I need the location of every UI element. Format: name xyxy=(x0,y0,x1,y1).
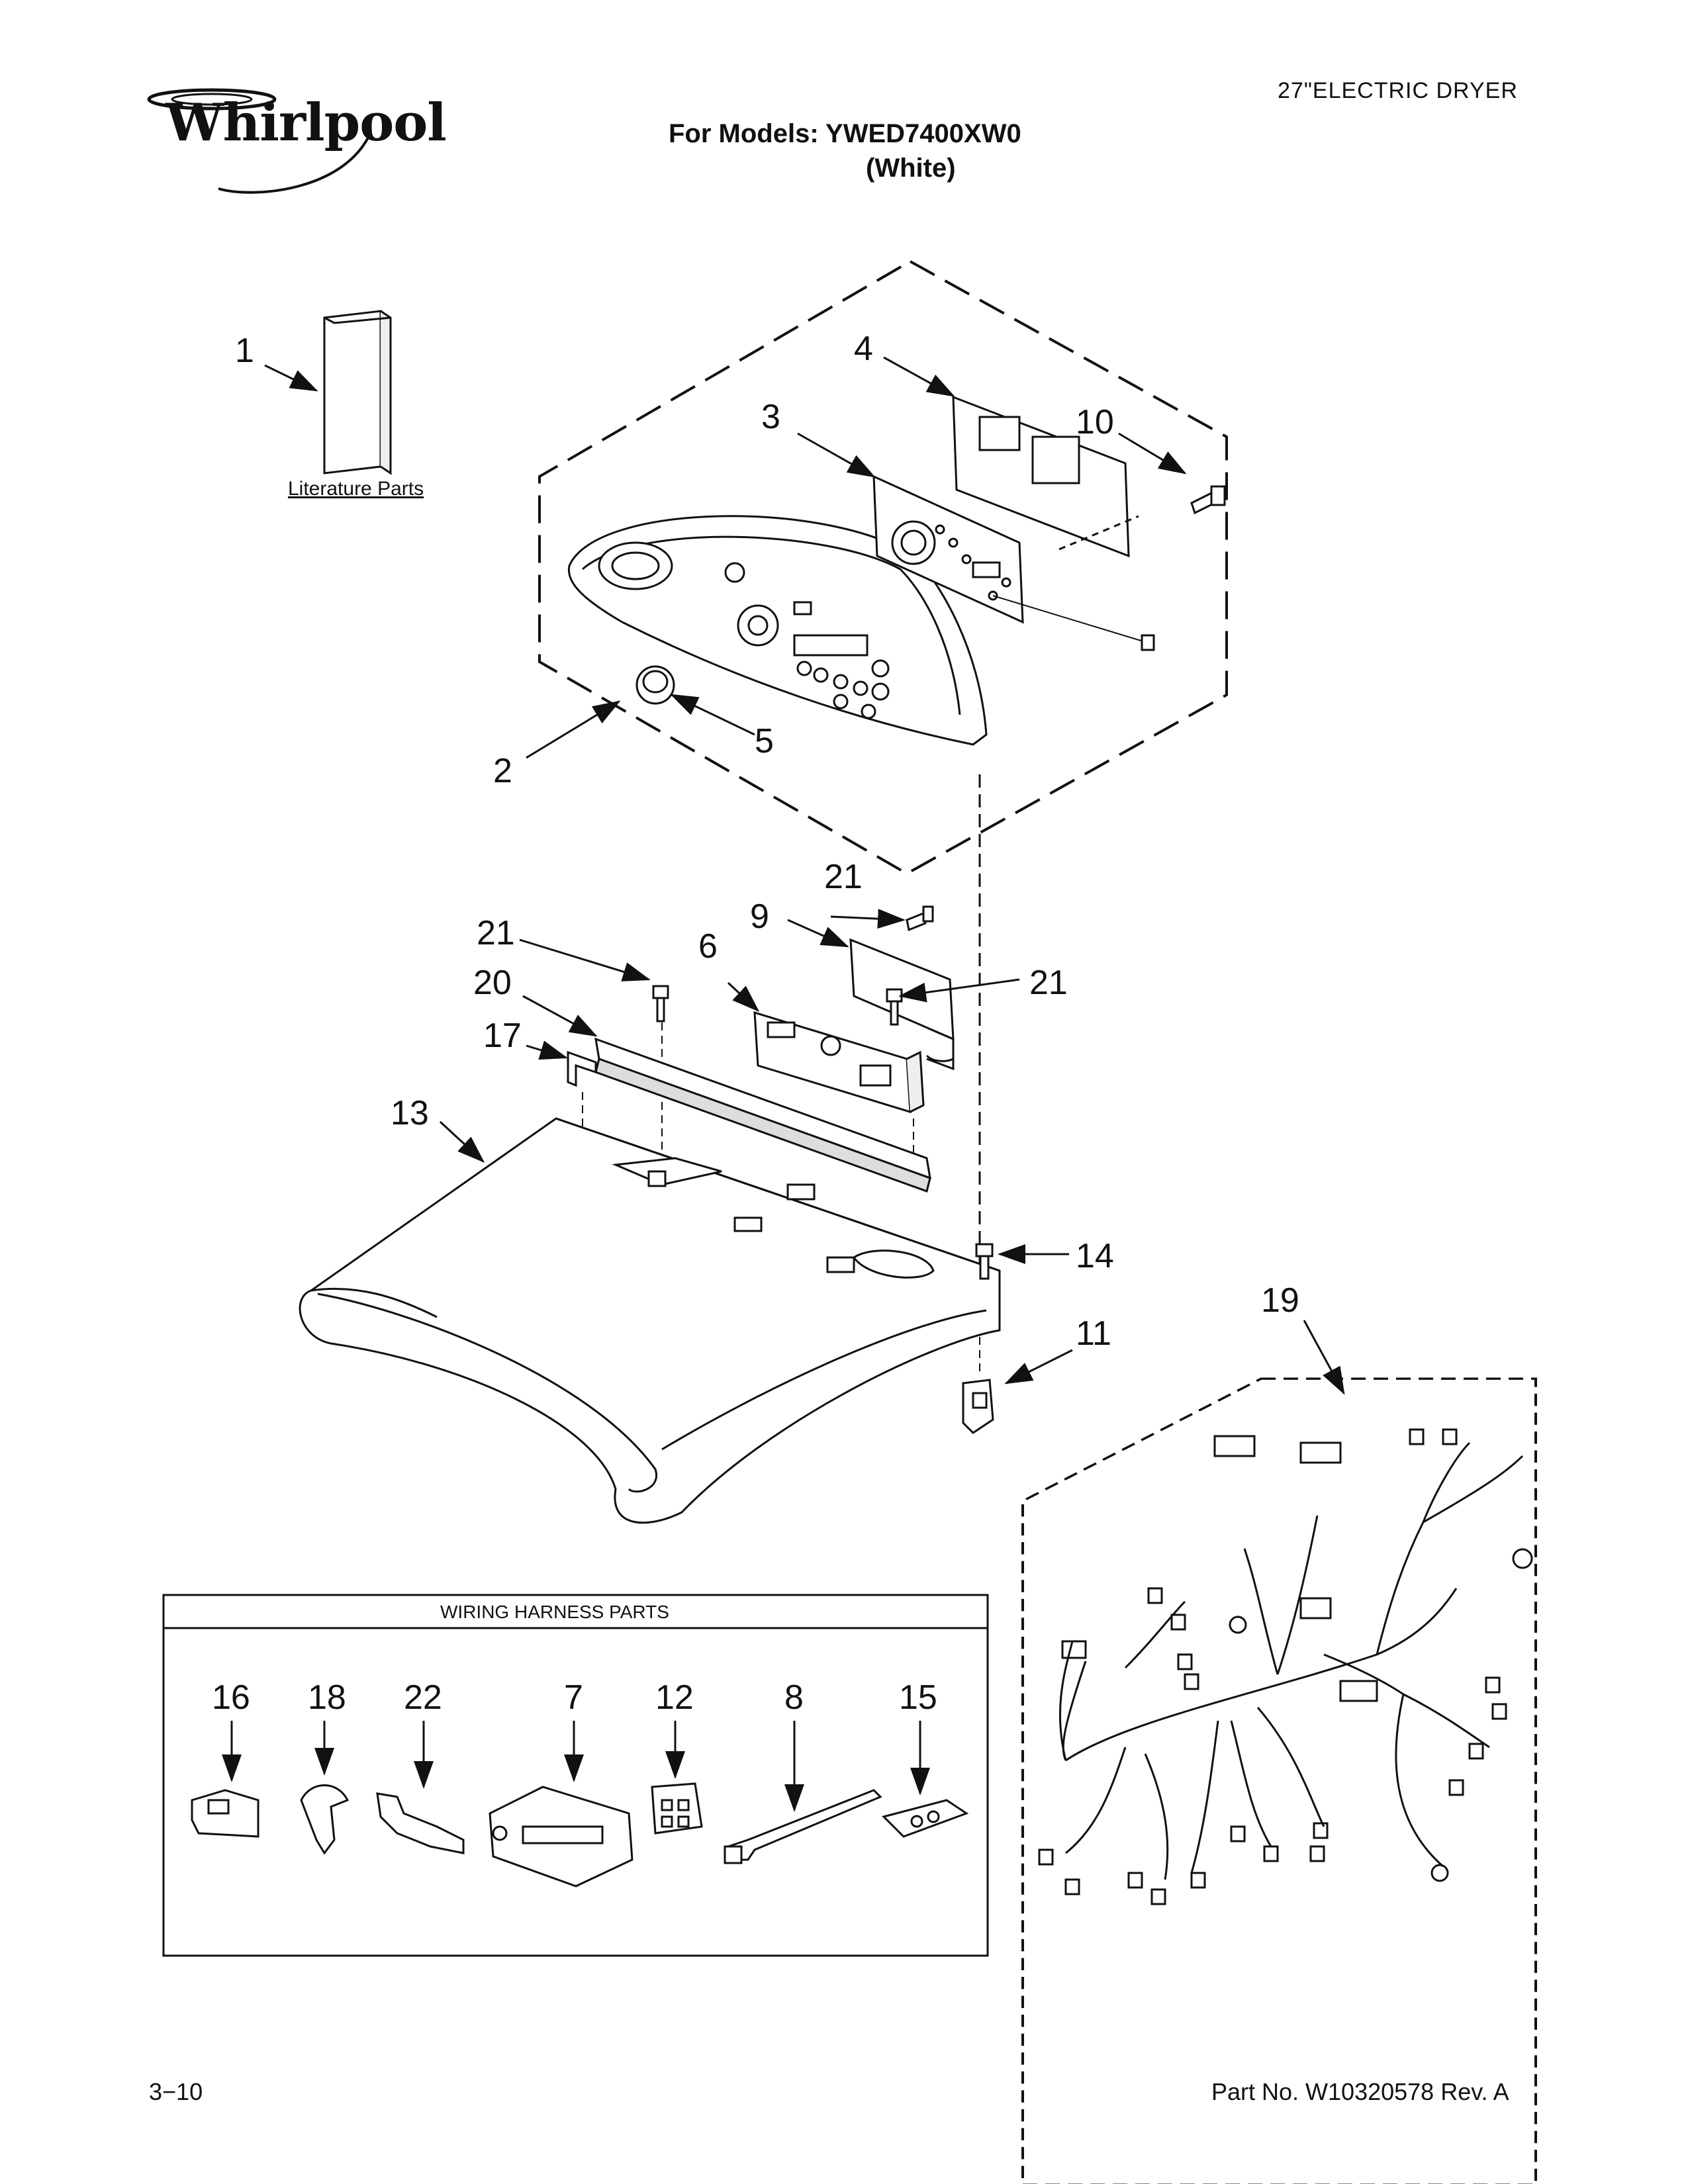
wire-connector-icon xyxy=(882,1799,969,1838)
terminal-block-icon xyxy=(651,1782,703,1835)
terminal-icon xyxy=(376,1792,465,1854)
console-assembly-boundary xyxy=(538,259,1228,876)
control-module-icon xyxy=(753,1011,925,1114)
page-number: 3−10 xyxy=(149,2078,203,2105)
user-interface-board-icon xyxy=(872,475,1155,651)
callout-15: 15 xyxy=(899,1678,937,1717)
callout-1: 1 xyxy=(235,332,254,370)
part-number: Part No. W10320578 Rev. A xyxy=(1211,2078,1509,2105)
callout-11: 11 xyxy=(1076,1314,1111,1353)
screw-icon xyxy=(975,1243,994,1280)
top-panel-icon xyxy=(299,1117,1001,1524)
callout-18: 18 xyxy=(308,1678,346,1717)
callout-7: 7 xyxy=(564,1678,583,1717)
harness-clip-icon xyxy=(300,1784,350,1855)
callout-2: 2 xyxy=(493,752,512,790)
callout-22: 22 xyxy=(404,1678,442,1717)
document-type: 27"ELECTRIC DRYER xyxy=(1278,78,1518,103)
screw-icon xyxy=(906,905,934,932)
callout-13: 13 xyxy=(391,1094,429,1132)
hex-wrench-icon xyxy=(567,1050,597,1087)
callout-5: 5 xyxy=(755,722,774,760)
wiring-harness-icon xyxy=(1038,1428,1533,1905)
callout-leaders xyxy=(222,356,1345,1812)
callout-4: 4 xyxy=(854,330,873,368)
callout-21-top: 21 xyxy=(824,858,863,896)
callout-12: 12 xyxy=(655,1678,694,1717)
screw-icon xyxy=(652,985,669,1023)
brand-logo: Whirlpool xyxy=(165,93,447,153)
connector-clip-icon xyxy=(191,1789,259,1838)
harness-box-title: WIRING HARNESS PARTS xyxy=(440,1602,669,1622)
control-knob-icon xyxy=(635,665,675,705)
callout-10: 10 xyxy=(1076,403,1114,441)
color-line: (White) xyxy=(866,154,956,183)
literature-book-icon xyxy=(323,310,392,475)
callout-3: 3 xyxy=(761,398,780,436)
callout-19: 19 xyxy=(1261,1281,1299,1320)
electronic-control-board-icon xyxy=(952,395,1139,558)
cable-tie-icon xyxy=(724,1789,882,1864)
literature-parts-label: Literature Parts xyxy=(288,478,424,500)
console-panel-icon xyxy=(567,515,988,746)
screw-icon xyxy=(1190,485,1226,515)
harness-parts-box xyxy=(162,1594,989,1957)
hinge-clip-icon xyxy=(962,1379,994,1434)
callout-14: 14 xyxy=(1076,1237,1114,1275)
callout-16: 16 xyxy=(212,1678,250,1717)
wiring-harness-boundary xyxy=(1021,1377,1537,2184)
callout-6: 6 xyxy=(698,927,718,966)
callout-9: 9 xyxy=(750,897,769,936)
callout-20: 20 xyxy=(473,964,512,1002)
screw-icon xyxy=(886,988,903,1026)
callout-8: 8 xyxy=(784,1678,804,1717)
models-line: For Models: YWED7400XW0 xyxy=(669,119,1021,148)
whirlpool-logo-icon xyxy=(147,88,372,194)
callout-21-right: 21 xyxy=(1029,964,1068,1002)
callout-21-left: 21 xyxy=(477,914,515,952)
harness-cover-icon xyxy=(594,1037,931,1193)
connector-housing-icon xyxy=(489,1786,633,1888)
callout-17: 17 xyxy=(483,1017,522,1055)
